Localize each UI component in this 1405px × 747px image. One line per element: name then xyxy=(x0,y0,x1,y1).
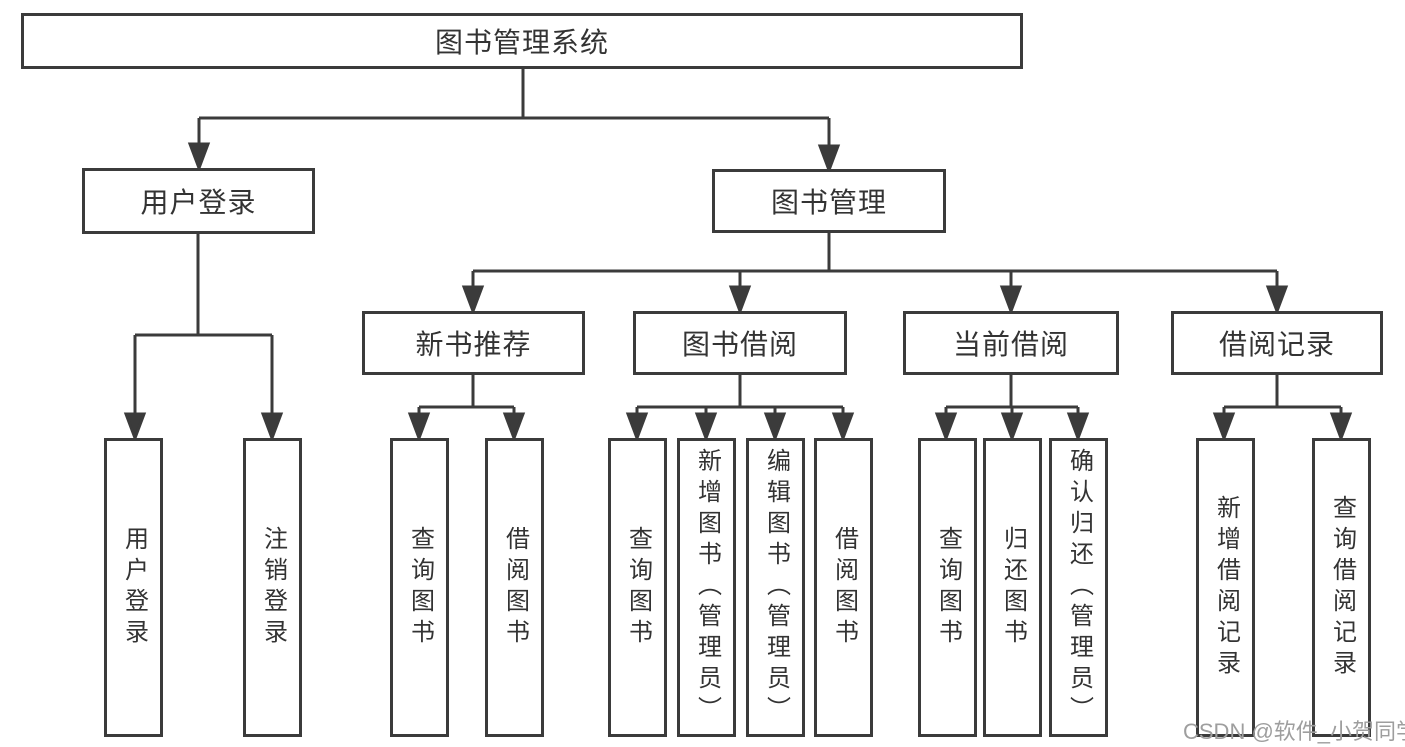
node-label: 新书推荐 xyxy=(415,329,532,360)
leaf-add-books-admin: 新增图书（管理员） xyxy=(677,438,736,737)
connector-root-to-level2 xyxy=(187,69,841,175)
leaf-label: 查询图书 xyxy=(934,525,962,650)
leaf-label: 借阅图书 xyxy=(830,525,858,650)
leaf-add-borrow-record: 新增借阅记录 xyxy=(1196,438,1255,737)
leaf-label: 用户登录 xyxy=(120,525,148,650)
leaf-label: 新增借阅记录 xyxy=(1212,494,1240,681)
node-label: 用户登录 xyxy=(140,187,257,218)
leaf-confirm-return-admin: 确认归还（管理员） xyxy=(1049,438,1108,737)
node-book-borrow: 图书借阅 xyxy=(633,311,847,375)
leaf-borrow-books-recommend: 借阅图书 xyxy=(485,438,544,737)
leaf-query-books-borrow: 查询图书 xyxy=(608,438,667,737)
leaf-label: 编辑图书（管理员） xyxy=(762,448,790,727)
leaf-edit-books-admin: 编辑图书（管理员） xyxy=(746,438,805,737)
node-label: 借阅记录 xyxy=(1218,329,1335,360)
connector-book-management-children xyxy=(461,233,1289,316)
node-borrow-records: 借阅记录 xyxy=(1171,311,1383,375)
connector-book-borrow-children xyxy=(625,375,855,443)
csdn-watermark: CSDN @软件_小贺同学 xyxy=(1183,719,1405,744)
leaf-label: 归还图书 xyxy=(999,525,1027,650)
node-label: 图书管理系统 xyxy=(434,27,609,58)
leaf-query-books-recommend: 查询图书 xyxy=(390,438,449,737)
connector-current-borrow-children xyxy=(934,375,1090,443)
node-book-management: 图书管理 xyxy=(712,169,946,233)
node-label: 图书管理 xyxy=(770,187,887,218)
leaf-label: 借阅图书 xyxy=(501,525,529,650)
leaf-label: 确认归还（管理员） xyxy=(1065,448,1093,727)
node-new-book-recommend: 新书推荐 xyxy=(362,311,585,375)
node-label: 当前借阅 xyxy=(952,329,1069,360)
leaf-label: 查询图书 xyxy=(406,525,434,650)
leaf-label: 查询借阅记录 xyxy=(1328,494,1356,681)
leaf-return-books: 归还图书 xyxy=(983,438,1042,737)
leaf-label: 新增图书（管理员） xyxy=(693,448,721,727)
leaf-label: 注销登录 xyxy=(259,525,287,650)
connector-user-login-children xyxy=(123,234,284,443)
connector-borrow-records-children xyxy=(1212,375,1353,443)
leaf-borrow-books: 借阅图书 xyxy=(814,438,873,737)
connector-new-book-recommend-children xyxy=(407,375,526,443)
leaf-label: 查询图书 xyxy=(624,525,652,650)
leaf-user-login: 用户登录 xyxy=(104,438,163,737)
leaf-query-books-current: 查询图书 xyxy=(918,438,977,737)
node-label: 图书借阅 xyxy=(681,329,798,360)
node-current-borrow: 当前借阅 xyxy=(903,311,1119,375)
leaf-logout: 注销登录 xyxy=(243,438,302,737)
node-library-management-system: 图书管理系统 xyxy=(21,13,1023,69)
leaf-query-borrow-record: 查询借阅记录 xyxy=(1312,438,1371,737)
node-user-login: 用户登录 xyxy=(82,168,315,234)
